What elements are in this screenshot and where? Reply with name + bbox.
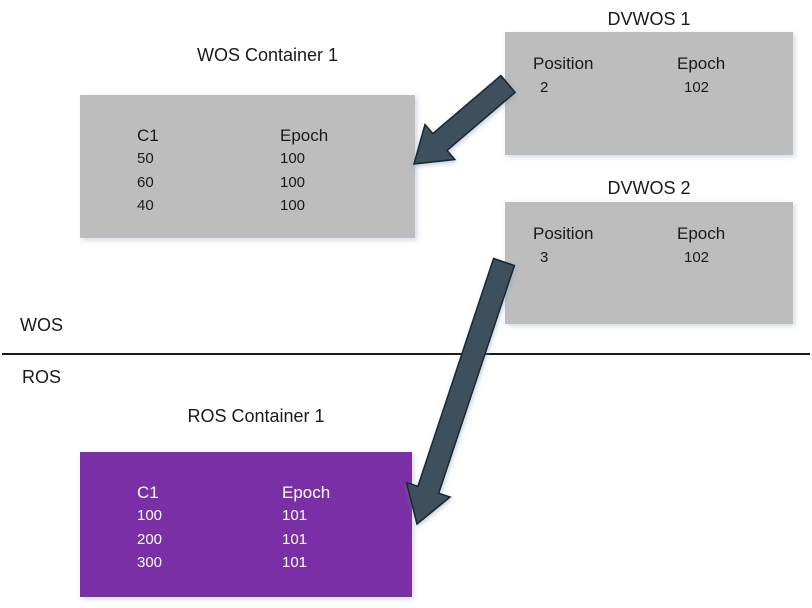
cell-epoch: 100 bbox=[280, 173, 306, 191]
dvwos2-title: DVWOS 2 bbox=[607, 178, 691, 198]
cell-epoch: 101 bbox=[282, 530, 308, 548]
dvwos2-table: Position Epoch 3 102 bbox=[505, 202, 793, 270]
table-header-row: C1 Epoch bbox=[137, 482, 412, 504]
table-row: 40 100 bbox=[137, 194, 415, 218]
column-header-c1: C1 bbox=[137, 483, 159, 502]
column-header-epoch: Epoch bbox=[677, 224, 726, 243]
cell-epoch: 102 bbox=[684, 79, 710, 96]
column-header-position: Position bbox=[533, 54, 594, 73]
wos-container-title: WOS Container 1 bbox=[196, 45, 339, 65]
table-row: 2 102 bbox=[533, 76, 793, 100]
column-header-position: Position bbox=[533, 224, 594, 243]
column-header-c1: C1 bbox=[137, 126, 159, 145]
cell-epoch: 102 bbox=[684, 249, 710, 266]
table-row: 300 101 bbox=[137, 551, 412, 575]
wos-container-table: C1 Epoch 50 100 60 100 40 100 bbox=[80, 95, 415, 218]
block-arrow-dvwos2-to-ros-container bbox=[405, 257, 516, 526]
table-row: 200 101 bbox=[137, 528, 412, 552]
cell-c1: 50 bbox=[137, 150, 154, 167]
wos-ros-divider-line bbox=[2, 353, 810, 355]
cell-c1: 100 bbox=[137, 507, 163, 524]
dvwos1-title: DVWOS 1 bbox=[607, 9, 691, 29]
table-header-row: Position Epoch bbox=[533, 222, 793, 246]
cell-position: 3 bbox=[540, 249, 549, 266]
table-row: 60 100 bbox=[137, 171, 415, 195]
table-header-row: C1 Epoch bbox=[137, 125, 415, 147]
cell-epoch: 100 bbox=[280, 150, 306, 167]
cell-c1: 300 bbox=[137, 554, 163, 571]
cell-epoch: 101 bbox=[282, 507, 308, 524]
cell-epoch: 100 bbox=[280, 197, 306, 214]
cell-c1: 200 bbox=[137, 530, 163, 548]
table-row: 3 102 bbox=[533, 246, 793, 270]
column-header-epoch: Epoch bbox=[280, 126, 329, 145]
cell-position: 2 bbox=[540, 79, 549, 96]
ros-container-box: C1 Epoch 100 101 200 101 300 101 bbox=[80, 452, 412, 597]
ros-container-table: C1 Epoch 100 101 200 101 300 101 bbox=[80, 452, 412, 575]
wos-container-box: C1 Epoch 50 100 60 100 40 100 bbox=[80, 95, 415, 238]
cell-epoch: 101 bbox=[282, 554, 308, 571]
table-header-row: Position Epoch bbox=[533, 52, 793, 76]
wos-section-label: WOS bbox=[20, 315, 63, 335]
ros-section-label: ROS bbox=[22, 367, 62, 387]
ros-container-title: ROS Container 1 bbox=[187, 406, 325, 426]
dvwos1-table: Position Epoch 2 102 bbox=[505, 32, 793, 100]
cell-c1: 40 bbox=[137, 197, 154, 214]
table-row: 50 100 bbox=[137, 147, 415, 171]
column-header-epoch: Epoch bbox=[282, 483, 331, 502]
cell-c1: 60 bbox=[137, 173, 154, 191]
block-arrow-dvwos1-to-wos-container bbox=[412, 74, 517, 165]
table-row: 100 101 bbox=[137, 504, 412, 528]
dvwos1-box: Position Epoch 2 102 bbox=[505, 32, 793, 155]
dvwos2-box: Position Epoch 3 102 bbox=[505, 202, 793, 324]
column-header-epoch: Epoch bbox=[677, 54, 726, 73]
